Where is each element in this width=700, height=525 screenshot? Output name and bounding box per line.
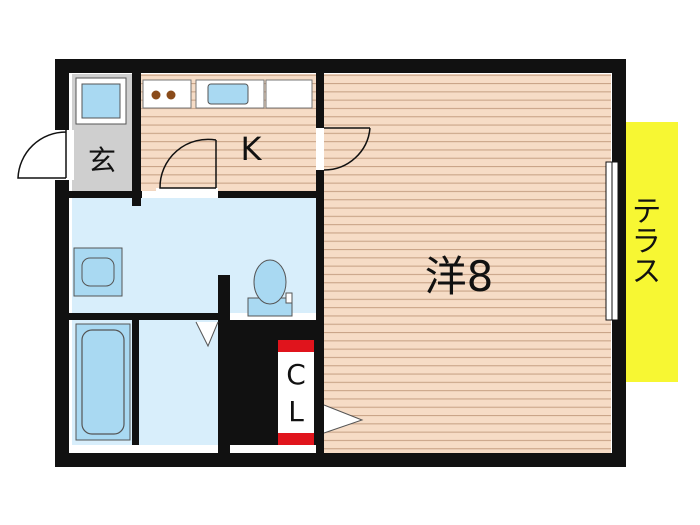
outer-wall	[55, 59, 626, 467]
door-swing-icon[interactable]	[323, 404, 364, 434]
sink-icon	[195, 79, 265, 109]
toilet-icon	[247, 259, 293, 317]
wall-toilet-partition	[218, 275, 230, 460]
closet-label-c: C	[286, 358, 306, 391]
wall-bath-east	[132, 320, 139, 445]
door-swing-icon[interactable]	[195, 321, 219, 348]
bathtub-icon	[75, 323, 131, 441]
wall-bath-north	[62, 313, 224, 320]
door-swing-icon[interactable]	[316, 127, 371, 171]
fridge-space	[265, 79, 313, 109]
entrance-label: 玄	[88, 144, 116, 177]
western-room-floor	[323, 74, 611, 453]
terrace-label: テラス	[626, 195, 661, 285]
closet-accent-bottom	[278, 433, 314, 445]
entrance-shoe-box	[75, 77, 127, 125]
closet-floor	[278, 340, 314, 445]
stove-burner-icon	[142, 79, 192, 109]
wall-main-divider-upper	[316, 66, 324, 128]
wall-main-divider-lower	[316, 170, 324, 460]
entry-door-icon[interactable]	[10, 130, 74, 180]
washbasin-icon	[73, 247, 123, 297]
wall-kitchen-west	[132, 66, 141, 206]
wall-kitchen-south	[218, 191, 324, 198]
closet-label-l: L	[288, 395, 304, 428]
western-room-label: 洋8	[425, 252, 494, 301]
door-swing-icon[interactable]	[156, 138, 218, 198]
wall-entrance-south	[62, 191, 142, 198]
kitchen-label: K	[241, 130, 263, 168]
terrace-area	[618, 122, 678, 382]
closet-accent-top	[278, 340, 314, 352]
sliding-window-icon[interactable]	[605, 161, 619, 321]
